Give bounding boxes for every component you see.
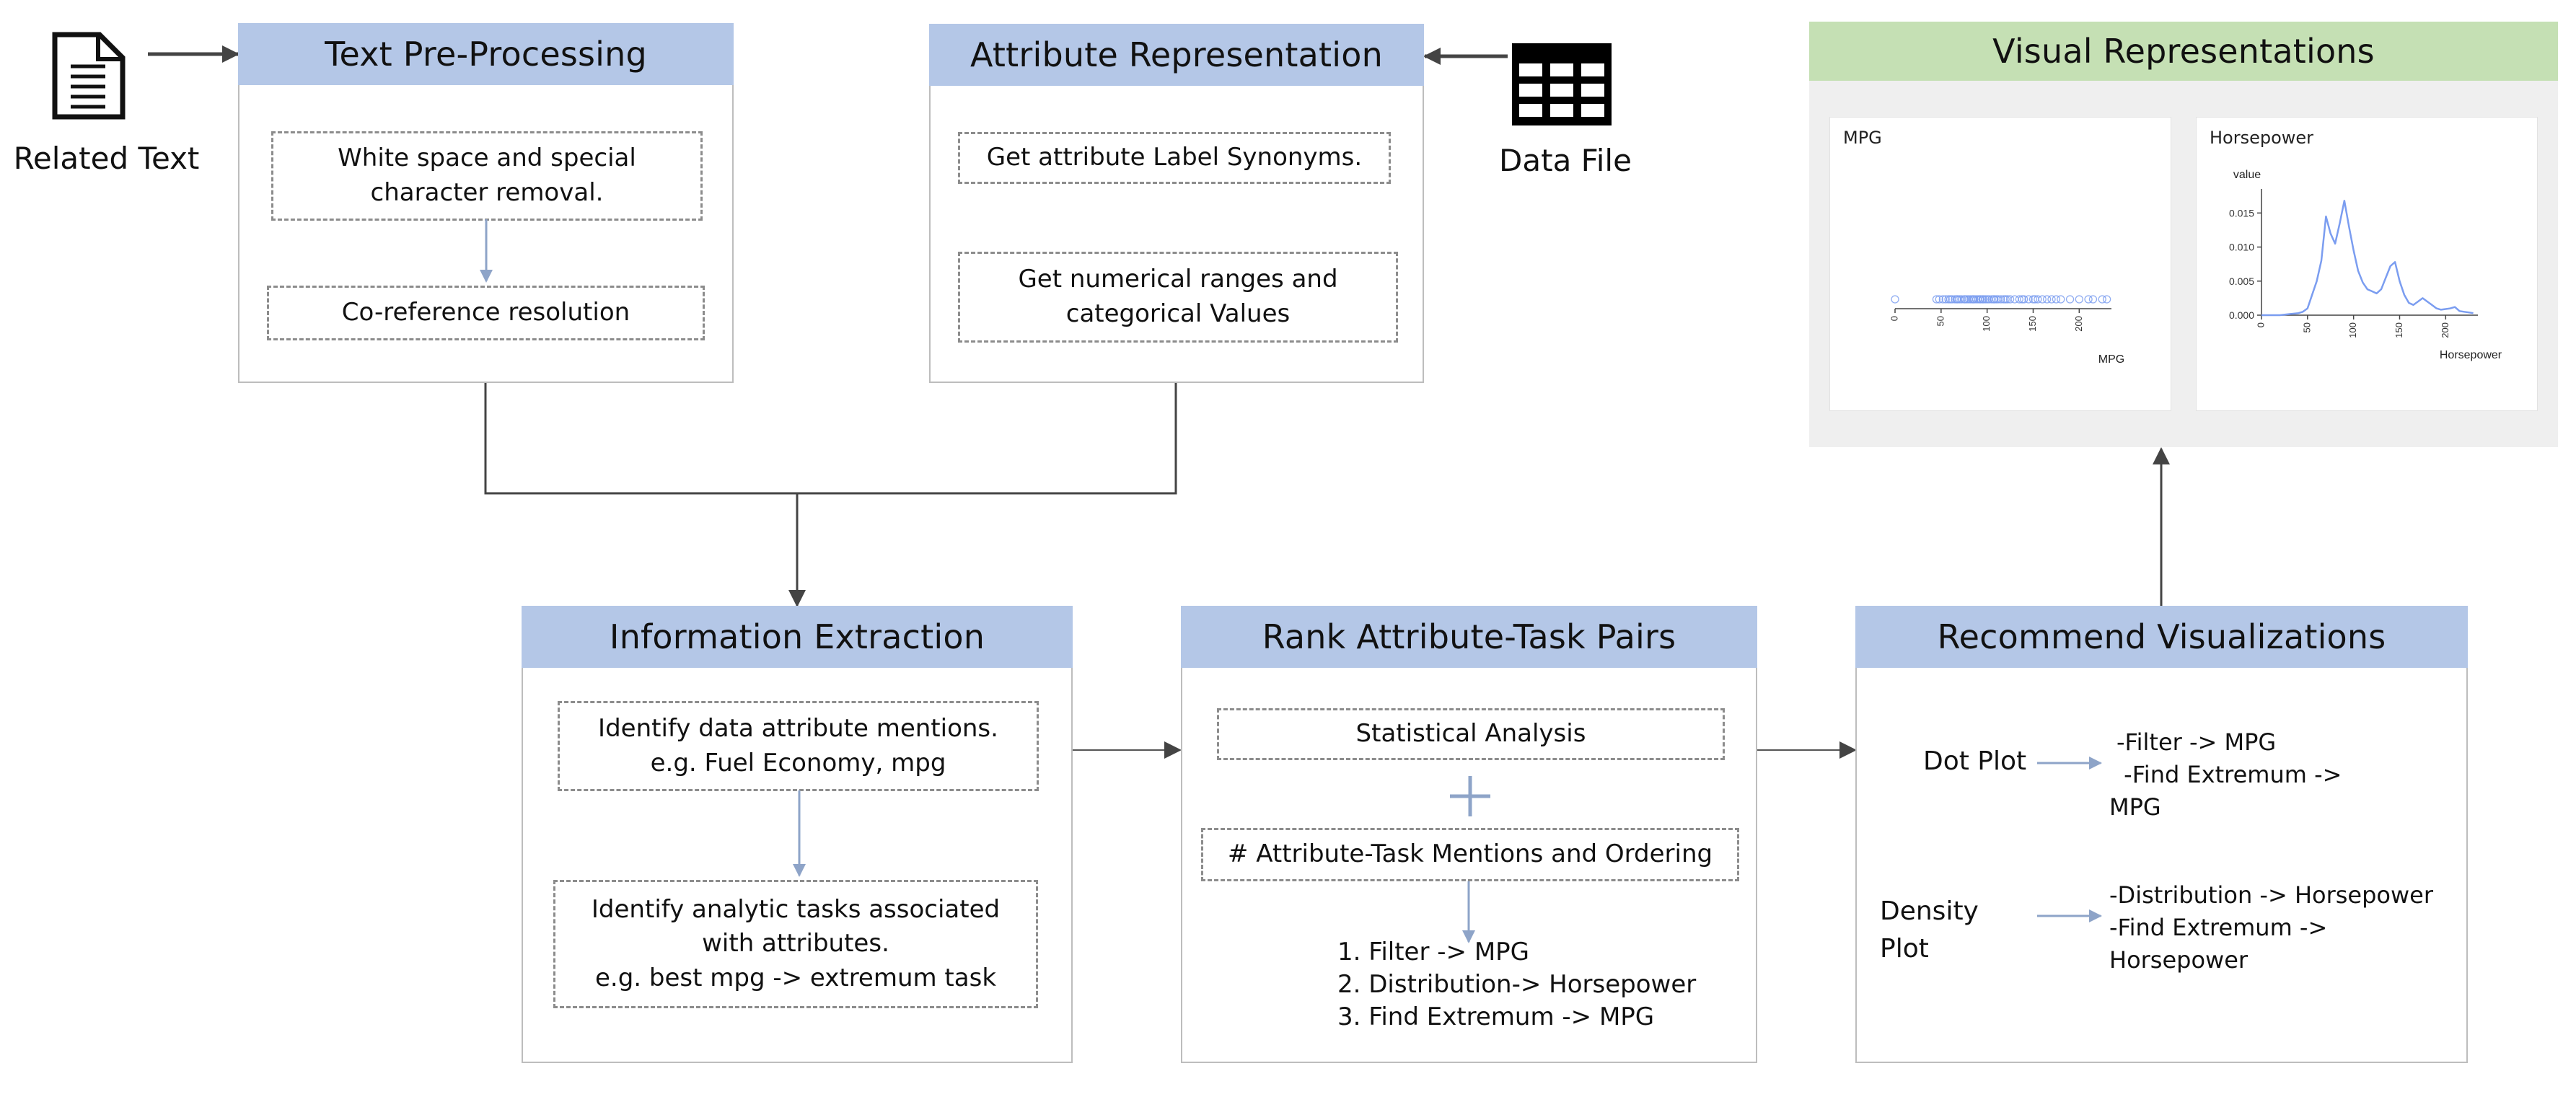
mpg-chart-title: MPG — [1843, 128, 1882, 148]
dot-plot-task-1: -Filter -> MPG — [2116, 728, 2277, 756]
mpg-point — [2057, 295, 2065, 304]
mpg-point — [2065, 295, 2075, 304]
recommend-box: Recommend Visualizations Dot Plot -Filte… — [1855, 606, 2468, 1063]
mpg-x-tick-label: 50 — [1935, 316, 1946, 326]
mpg-point — [1997, 295, 2005, 304]
mpg-point — [2005, 295, 2015, 304]
plus-icon — [1450, 776, 1490, 816]
recommend-title: Recommend Visualizations — [1855, 606, 2468, 668]
rank-result-3: 3. Find Extremum -> MPG — [1337, 1002, 1655, 1031]
mpg-point — [2020, 295, 2028, 304]
merge-line — [484, 382, 1177, 495]
tasks-line-1: Identify analytic tasks associated — [591, 894, 1001, 924]
density-task-3: Horsepower — [2109, 946, 2248, 974]
mpg-x-axis-label: MPG — [2098, 353, 2124, 366]
data-file-label: Data File — [1499, 143, 1632, 178]
mentions-line-1: Identify data attribute mentions. — [598, 713, 998, 743]
visual-representations-title: Visual Representations — [1809, 22, 2558, 81]
information-extraction-title: Information Extraction — [522, 606, 1073, 668]
ranges-line-1: Get numerical ranges and — [1018, 265, 1338, 294]
attribute-representation-title: Attribute Representation — [929, 24, 1424, 86]
density-plot-label-line-1: Density — [1880, 896, 1979, 926]
rank-pairs-box: Rank Attribute-Task Pairs Statistical An… — [1181, 606, 1757, 1063]
horsepower-x-tick-label: 50 — [2301, 322, 2312, 332]
mpg-point — [2098, 295, 2106, 304]
horsepower-x-axis-label: Horsepower — [2440, 349, 2502, 361]
attribute-representation-box: Attribute Representation Get attribute L… — [929, 24, 1424, 383]
horsepower-chart-title: Horsepower — [2210, 128, 2314, 148]
ranges-values-step: Get numerical ranges and categorical Val… — [958, 252, 1398, 343]
mpg-x-tick-label: 200 — [2073, 316, 2084, 332]
horsepower-y-tick-label: 0.005 — [2229, 276, 2254, 287]
mpg-point — [2047, 295, 2056, 304]
horsepower-y-tick-label: 0.015 — [2229, 207, 2254, 219]
mpg-point — [2015, 295, 2023, 304]
horsepower-x-tick-label: 150 — [2393, 322, 2404, 338]
horsepower-x-tick-label: 200 — [2440, 322, 2450, 338]
density-task-1: -Distribution -> Horsepower — [2109, 881, 2433, 909]
horsepower-density-panel: Horsepower 0 50 100 150 200 0.000 0.005 0.010 0.… — [2196, 117, 2538, 411]
whitespace-line-2: character removal. — [370, 178, 604, 207]
ranges-line-2: categorical Values — [1065, 299, 1291, 328]
mpg-point — [1932, 295, 1941, 304]
rank-pairs-title: Rank Attribute-Task Pairs — [1181, 606, 1757, 668]
dot-plot-task-2: -Find Extremum -> — [2116, 761, 2342, 788]
horsepower-x-tick-label: 0 — [2255, 322, 2266, 327]
attribute-mentions-step: Identify data attribute mentions. e.g. F… — [558, 701, 1039, 791]
mpg-point — [1891, 295, 1899, 304]
mpg-point — [2034, 295, 2042, 304]
analytic-tasks-step: Identify analytic tasks associated with … — [553, 880, 1038, 1008]
mpg-point — [2024, 295, 2033, 304]
text-preprocessing-box: Text Pre-Processing White space and spec… — [238, 23, 734, 383]
rank-result-1: 1. Filter -> MPG — [1337, 938, 1530, 966]
horsepower-y-tick-label: 0.010 — [2229, 242, 2254, 253]
table-icon — [1512, 43, 1612, 125]
dot-plot-label: Dot Plot — [1923, 746, 2027, 776]
mpg-point — [1941, 295, 1950, 304]
horsepower-y-axis-label: value — [2233, 169, 2261, 181]
horsepower-density-line — [2261, 200, 2474, 317]
statistical-analysis-step: Statistical Analysis — [1217, 708, 1725, 760]
mpg-point — [1935, 295, 1943, 304]
coreference-step: Co-reference resolution — [267, 286, 705, 340]
related-text-label: Related Text — [13, 141, 200, 176]
mpg-point — [2075, 295, 2083, 304]
density-task-2: -Find Extremum -> — [2109, 914, 2328, 941]
recommend-arrows — [2037, 757, 2102, 922]
whitespace-line-1: White space and special — [338, 144, 636, 173]
document-icon — [52, 32, 126, 120]
tasks-line-2: with attributes. — [702, 929, 889, 958]
label-synonyms-step: Get attribute Label Synonyms. — [958, 132, 1391, 184]
mpg-point — [2084, 295, 2093, 304]
mentions-ordering-step: # Attribute-Task Mentions and Ordering — [1201, 828, 1739, 881]
information-extraction-box: Information Extraction Identify data att… — [522, 606, 1073, 1063]
mpg-point — [2088, 295, 2098, 304]
horsepower-y-tick-label: 0.000 — [2229, 309, 2254, 321]
mpg-point — [2042, 295, 2052, 304]
rank-result-2: 2. Distribution-> Horsepower — [1337, 970, 1697, 999]
mpg-x-tick-label: 150 — [2027, 316, 2038, 332]
horsepower-density-plot: 0 50 100 150 200 0.000 0.005 0.010 0.015 valueHor… — [2229, 169, 2502, 361]
mentions-line-2: e.g. Fuel Economy, mpg — [650, 748, 946, 777]
text-preprocessing-title: Text Pre-Processing — [238, 23, 734, 85]
whitespace-removal-step: White space and special character remova… — [271, 131, 703, 221]
tasks-line-3: e.g. best mpg -> extremum task — [594, 963, 997, 992]
dot-plot-task-3: MPG — [2109, 793, 2161, 821]
horsepower-x-tick-label: 100 — [2347, 322, 2358, 338]
mpg-point — [2038, 295, 2047, 304]
mpg-x-tick-label: 100 — [1981, 316, 1992, 332]
mpg-point — [2052, 295, 2061, 304]
mpg-x-tick-label: 0 — [1889, 316, 1899, 321]
mpg-point — [2102, 295, 2111, 304]
density-plot-label-line-2: Plot — [1880, 934, 1929, 964]
